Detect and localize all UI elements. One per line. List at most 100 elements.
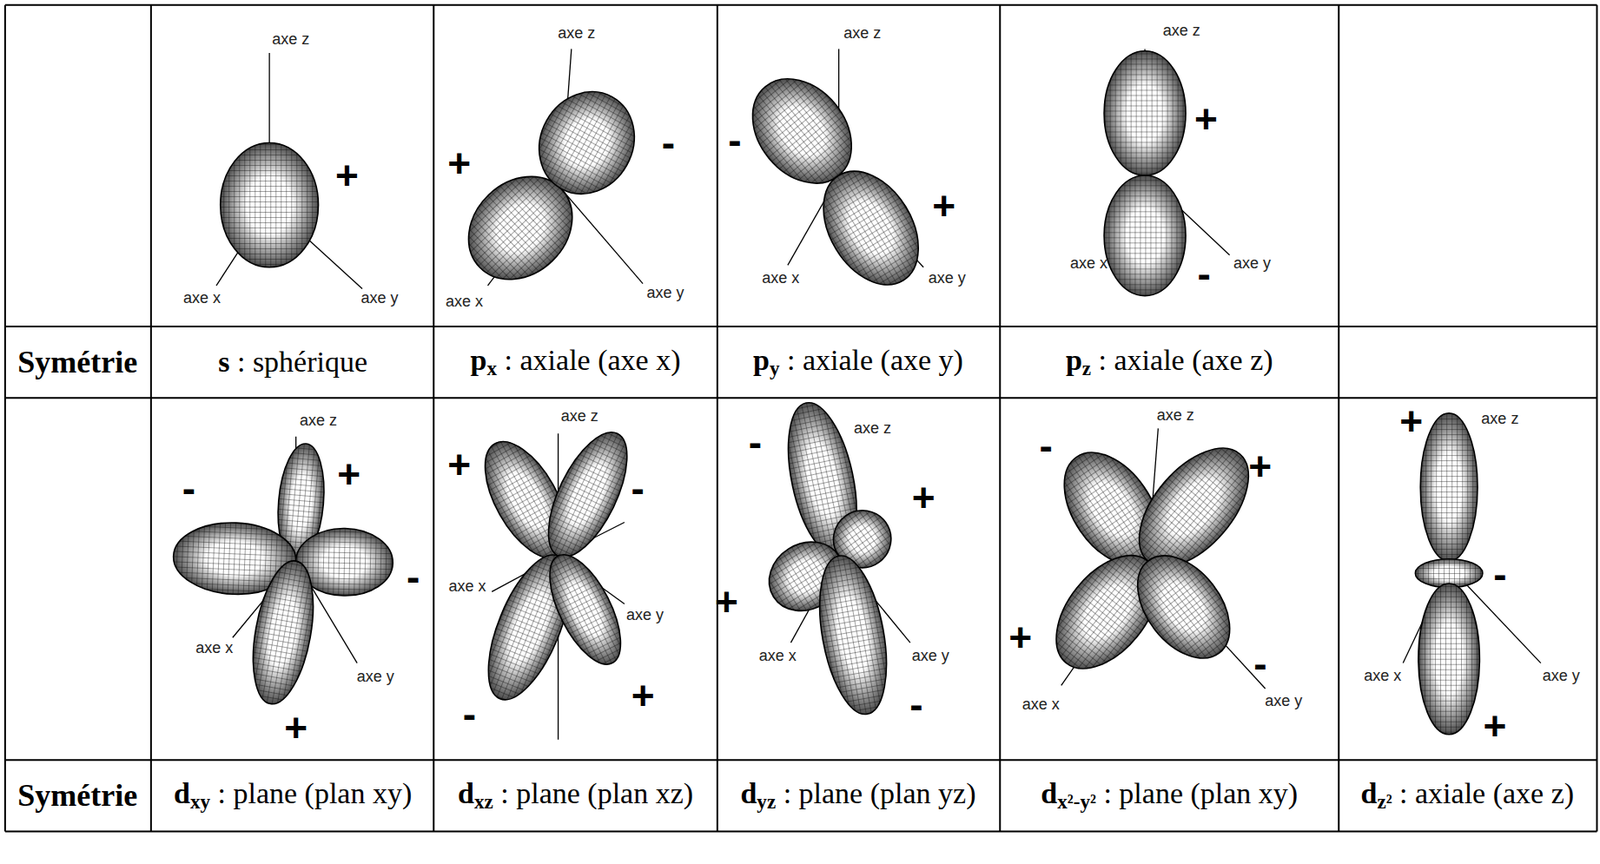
orbital-lobe-group	[521, 74, 653, 212]
symmetry-text: : sphérique	[229, 345, 368, 378]
sign-label: +	[1008, 617, 1032, 658]
orbital-index: x	[487, 357, 498, 380]
table-rule	[716, 5, 719, 833]
orbital-lobe	[1118, 538, 1249, 676]
orbital-lobe	[220, 142, 319, 267]
table-rule	[5, 4, 1598, 7]
symmetry-label: dz² : axiale (axe z)	[1360, 779, 1574, 813]
sign-label: +	[337, 454, 361, 495]
symmetry-text: : axiale (axe y)	[779, 343, 963, 377]
orbital-index: x²-y²	[1057, 790, 1097, 814]
symmetry-label: dyz : plane (plan yz)	[740, 779, 976, 813]
table-rule	[150, 5, 153, 833]
orbital-lobe	[1104, 175, 1186, 297]
axis-line	[561, 188, 643, 284]
lobe-shade	[243, 556, 324, 710]
axis-label: axe y	[357, 668, 395, 685]
axis-label: axe y	[626, 607, 664, 623]
orbital-name: d	[1360, 777, 1377, 810]
orbital-lobe-group	[243, 556, 324, 710]
orbital-name: p	[1065, 343, 1083, 377]
sign-label: +	[1248, 446, 1272, 487]
axis-label: axe y	[360, 290, 398, 306]
symmetry-text: : axiale (axe z)	[1090, 343, 1274, 377]
table-rule	[4, 5, 7, 833]
orbital-name: d	[740, 777, 757, 810]
sign-label: -	[727, 119, 741, 160]
symmetry-text: : plane (plan xy)	[1096, 777, 1298, 810]
orbital-name: d	[457, 777, 475, 810]
axis-label: axe x	[761, 270, 800, 286]
orbital-lobe-group	[220, 142, 319, 267]
orbital-lobe	[535, 544, 635, 675]
symmetry-text: : axiale (axe x)	[496, 343, 681, 377]
table-rule	[5, 325, 1598, 328]
orbital-lobe-group	[808, 550, 898, 721]
axis-label: axe x	[445, 293, 483, 310]
sign-label: -	[462, 694, 477, 734]
symmetry-label: dxz : plane (plan xz)	[457, 779, 694, 813]
table-rule	[5, 830, 1598, 833]
axis-label: axe z	[561, 408, 599, 424]
orbital-lobe	[1420, 413, 1478, 562]
orbital-name: p	[753, 343, 770, 377]
table-border	[5, 5, 1598, 833]
symmetry-label: px : axiale (axe x)	[470, 345, 681, 379]
axis-label: axe z	[271, 31, 310, 47]
sign-label: +	[714, 581, 739, 622]
axis-label: axe z	[1157, 407, 1195, 424]
axis-label: axe z	[1480, 410, 1519, 427]
orbital-lobe	[532, 421, 643, 569]
orbital-index: y	[769, 357, 781, 380]
axis-label: axe y	[912, 647, 950, 664]
orbital-lobe-group	[1104, 51, 1186, 176]
axis-label: axe x	[1070, 255, 1108, 272]
orbital-lobe-group	[532, 421, 643, 569]
lobe-shade	[532, 421, 643, 569]
sign-label: -	[1038, 425, 1052, 466]
sign-label: -	[182, 468, 196, 509]
orbital-lobe	[1418, 583, 1480, 735]
sign-label: +	[447, 444, 471, 485]
symmetry-text: : plane (plan yz)	[775, 777, 976, 810]
sign-label: -	[1493, 554, 1507, 595]
symmetry-label: pz : axiale (axe z)	[1065, 345, 1274, 379]
symmetry-text: : axiale (axe z)	[1392, 777, 1575, 810]
axis-label: axe z	[557, 25, 596, 41]
sign-label: +	[631, 675, 655, 716]
orbital-lobe	[243, 556, 324, 710]
orbital-name: s	[218, 345, 230, 378]
axis-label: axe y	[646, 284, 684, 301]
symmetry-label: dx²-y² : plane (plan xy)	[1040, 779, 1298, 813]
lobe-shade	[220, 142, 319, 267]
sign-label: +	[1399, 401, 1423, 442]
lobe-shade	[521, 74, 653, 212]
axis-label: axe x	[1363, 667, 1402, 684]
orbital-index: z	[1082, 357, 1091, 380]
lobe-shade	[1418, 583, 1480, 735]
table-rule	[432, 5, 435, 833]
orbital-index: xy	[190, 790, 211, 814]
sign-label: -	[406, 556, 420, 597]
axis-label: axe y	[928, 270, 966, 286]
symmetry-label: py : axiale (axe y)	[753, 345, 964, 379]
axis-label: axe x	[759, 647, 797, 664]
sign-label: +	[932, 185, 956, 226]
orbital-lobe	[1104, 51, 1186, 176]
symmetry-label: s : sphérique	[218, 347, 368, 377]
orbital-lobe	[521, 74, 653, 212]
sign-label: +	[1194, 99, 1218, 139]
symmetry-text: : plane (plan xz)	[493, 777, 694, 810]
axis-label: axe z	[1163, 22, 1201, 39]
sign-label: -	[1197, 253, 1211, 294]
axis-label: axe z	[843, 25, 881, 41]
axis-label: axe x	[449, 578, 487, 595]
lobe-shade	[804, 154, 939, 303]
orbital-name: d	[173, 777, 191, 810]
lobe-shade	[1118, 538, 1249, 676]
orbital-lobe	[808, 550, 898, 721]
axis-label: axe x	[195, 640, 233, 656]
orbital-lobe-group	[1104, 175, 1186, 297]
axis-label: axe x	[1022, 696, 1060, 713]
